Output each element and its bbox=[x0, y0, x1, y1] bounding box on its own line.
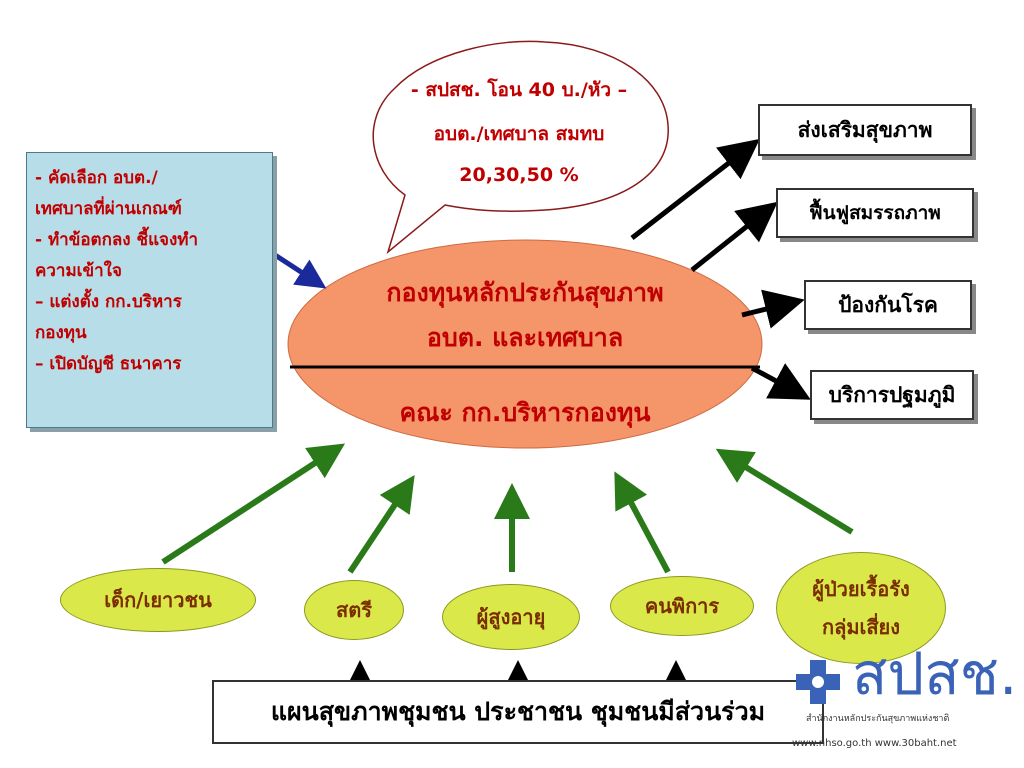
logo-urls: www.nhso.go.th www.30baht.net bbox=[792, 738, 957, 749]
cross-person-icon bbox=[796, 660, 840, 704]
arrow-group-chronic bbox=[715, 448, 854, 535]
arrow-group-women bbox=[347, 475, 415, 574]
center-ellipse bbox=[287, 239, 763, 449]
group-chronic-label: ผู้ป่วยเรื้อรัง bbox=[812, 577, 910, 601]
arrow-group-youth bbox=[161, 443, 346, 565]
output-health-promotion: ส่งเสริมสุขภาพ bbox=[758, 104, 972, 156]
logo-subtitle: สำนักงานหลักประกันสุขภาพแห่งชาติ bbox=[806, 714, 950, 724]
output-disease-prevention: ป้องกันโรค bbox=[804, 280, 972, 330]
step-line: กองทุน bbox=[35, 323, 87, 343]
group-youth: เด็ก/เยาวชน bbox=[60, 568, 256, 632]
nhso-logo bbox=[796, 660, 840, 704]
step-line: ความเข้าใจ bbox=[35, 261, 122, 281]
group-disabled: คนพิการ bbox=[610, 576, 754, 636]
process-steps-box: - คัดเลือก อบต./ เทศบาลที่ผ่านเกณฑ์ - ทำ… bbox=[26, 152, 273, 428]
logo-name: สปสช. bbox=[852, 640, 1018, 708]
arrow-to-output-rehabilitation bbox=[690, 201, 778, 272]
step-line: เทศบาลที่ผ่านเกณฑ์ bbox=[35, 199, 182, 219]
step-line: – เปิดบัญชี ธนาคาร bbox=[35, 354, 182, 374]
group-women: สตรี bbox=[304, 580, 404, 640]
bubble-line-3: 20,30,50 % bbox=[459, 164, 579, 186]
center-title: กองทุนหลักประกันสุขภาพ bbox=[386, 278, 664, 307]
group-chronic-risk: ผู้ป่วยเรื้อรัง กลุ่มเสี่ยง bbox=[776, 552, 946, 664]
arrow-to-output-prevention bbox=[741, 289, 805, 329]
bubble-line-1: - สปสช. โอน 40 บ./หัว – bbox=[410, 79, 628, 101]
community-health-plan-box: แผนสุขภาพชุมชน ประชาชน ชุมชนมีส่วนร่วม bbox=[212, 680, 824, 744]
output-rehabilitation: ฟื้นฟูสมรรถภาพ bbox=[776, 188, 974, 238]
step-line: - ทำข้อตกลง ชี้แจงทำ bbox=[35, 230, 199, 250]
output-primary-care: บริการปฐมภูมิ bbox=[810, 370, 974, 420]
arrow-group-disabled bbox=[614, 471, 671, 574]
arrow-to-output-primary-care bbox=[750, 363, 811, 400]
group-risk-label: กลุ่มเสี่ยง bbox=[821, 615, 901, 639]
step-line: - คัดเลือก อบต./ bbox=[35, 168, 158, 188]
speech-bubble-shape bbox=[372, 40, 669, 255]
center-committee: คณะ กก.บริหารกองทุน bbox=[399, 398, 651, 427]
bubble-line-2: อบต./เทศบาล สมทบ bbox=[433, 123, 605, 145]
step-line: – แต่งตั้ง กก.บริหาร bbox=[35, 292, 182, 312]
center-subtitle: อบต. และเทศบาล bbox=[426, 323, 624, 352]
group-elderly: ผู้สูงอายุ bbox=[442, 584, 580, 650]
arrow-to-output-promotion bbox=[630, 138, 760, 240]
arrow-left-box-to-center bbox=[273, 252, 327, 289]
